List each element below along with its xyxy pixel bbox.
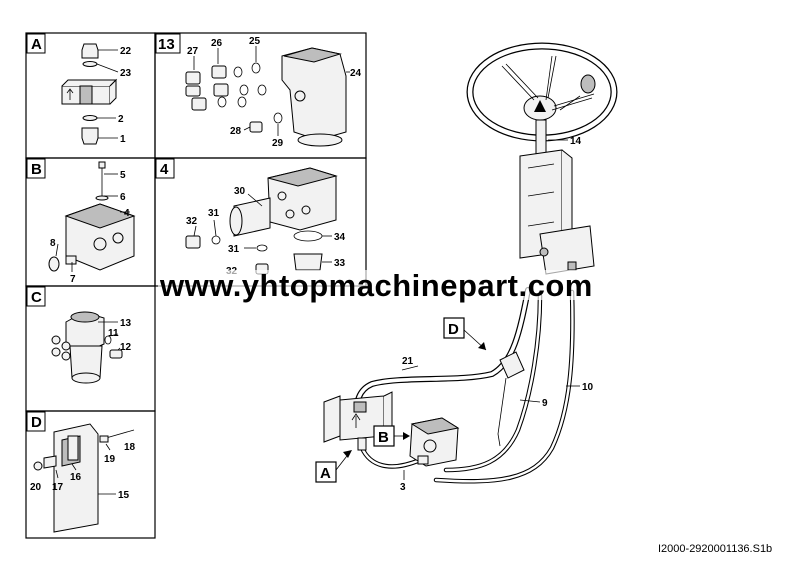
arrow-up-icon	[351, 413, 361, 428]
callout-3: 3	[400, 482, 406, 493]
callout-31b: 31	[228, 244, 240, 255]
callout-17: 17	[52, 482, 64, 493]
panel-b-label: B	[26, 158, 46, 179]
callout-8: 8	[50, 238, 56, 249]
callout-15: 15	[118, 490, 130, 501]
pump-unit	[409, 417, 460, 467]
callout-16: 16	[70, 472, 82, 483]
panel-4-label: 4	[155, 158, 175, 179]
arrow-up-icon	[66, 88, 74, 100]
panel-4-drawing: 30 31 32 34 31 33 32	[185, 167, 346, 277]
panel-c-label: C	[26, 286, 46, 307]
valve-assembly	[323, 391, 393, 451]
svg-text:D: D	[448, 321, 459, 338]
drawing-reference: I2000-2920001136.S1b	[658, 543, 772, 555]
steering-column: 14	[519, 119, 595, 275]
panel-b-drawing: 5 6 4 8 7	[48, 161, 136, 285]
panel-13-label: 13	[155, 33, 181, 54]
callout-11: 11	[108, 328, 119, 339]
svg-text:4: 4	[160, 161, 169, 178]
callout-28: 28	[230, 126, 242, 137]
watermark-text: www.yhtopmachinepart.com	[159, 268, 593, 303]
callout-7: 7	[70, 274, 76, 285]
panel-13-drawing: 27 26 25 24 28 29	[185, 36, 362, 149]
svg-text:B: B	[31, 161, 42, 178]
callout-27: 27	[187, 46, 199, 57]
callout-29: 29	[272, 138, 284, 149]
callout-23: 23	[120, 68, 132, 79]
callout-13c: 13	[120, 318, 132, 329]
callout-31a: 31	[208, 208, 220, 219]
callout-18: 18	[124, 442, 136, 453]
callout-26: 26	[211, 38, 223, 49]
callout-24: 24	[350, 68, 362, 79]
callout-5: 5	[120, 170, 126, 181]
watermark-band	[158, 270, 602, 300]
panel-a-drawing: 22 23 2 1	[61, 43, 132, 145]
svg-text:C: C	[31, 289, 42, 306]
svg-text:13: 13	[158, 36, 175, 53]
panel-d-drawing: 18 19 16 17 20 15	[30, 423, 136, 533]
panel-d-frame	[25, 410, 156, 539]
callout-14: 14	[570, 136, 582, 147]
view-label-a: A	[315, 450, 352, 483]
callout-25: 25	[249, 36, 261, 47]
hoses: 21 9 10 3	[354, 287, 594, 493]
svg-text:D: D	[31, 414, 42, 431]
panel-d-label: D	[26, 411, 46, 432]
callout-12: 12	[120, 342, 132, 353]
callout-34: 34	[334, 232, 346, 243]
callout-22: 22	[120, 46, 132, 57]
callout-21: 21	[402, 356, 414, 367]
panel-a-label: A	[26, 33, 46, 54]
svg-text:B: B	[378, 429, 389, 446]
warning-triangle-icon	[534, 100, 546, 112]
svg-text:A: A	[320, 465, 331, 482]
callout-10: 10	[582, 382, 594, 393]
callout-6: 6	[120, 192, 126, 203]
callout-30: 30	[234, 186, 246, 197]
callout-1: 1	[120, 134, 126, 145]
callout-33: 33	[334, 258, 346, 269]
callout-2: 2	[118, 114, 124, 125]
svg-text:A: A	[31, 36, 42, 53]
callout-9: 9	[542, 398, 548, 409]
callout-20: 20	[30, 482, 42, 493]
view-label-b: B	[373, 425, 410, 447]
callout-32a: 32	[186, 216, 198, 227]
callout-19: 19	[104, 454, 116, 465]
callout-4: 4	[124, 208, 130, 219]
panel-c-drawing: 13 11 12	[51, 311, 132, 384]
view-label-d: D	[443, 317, 487, 351]
